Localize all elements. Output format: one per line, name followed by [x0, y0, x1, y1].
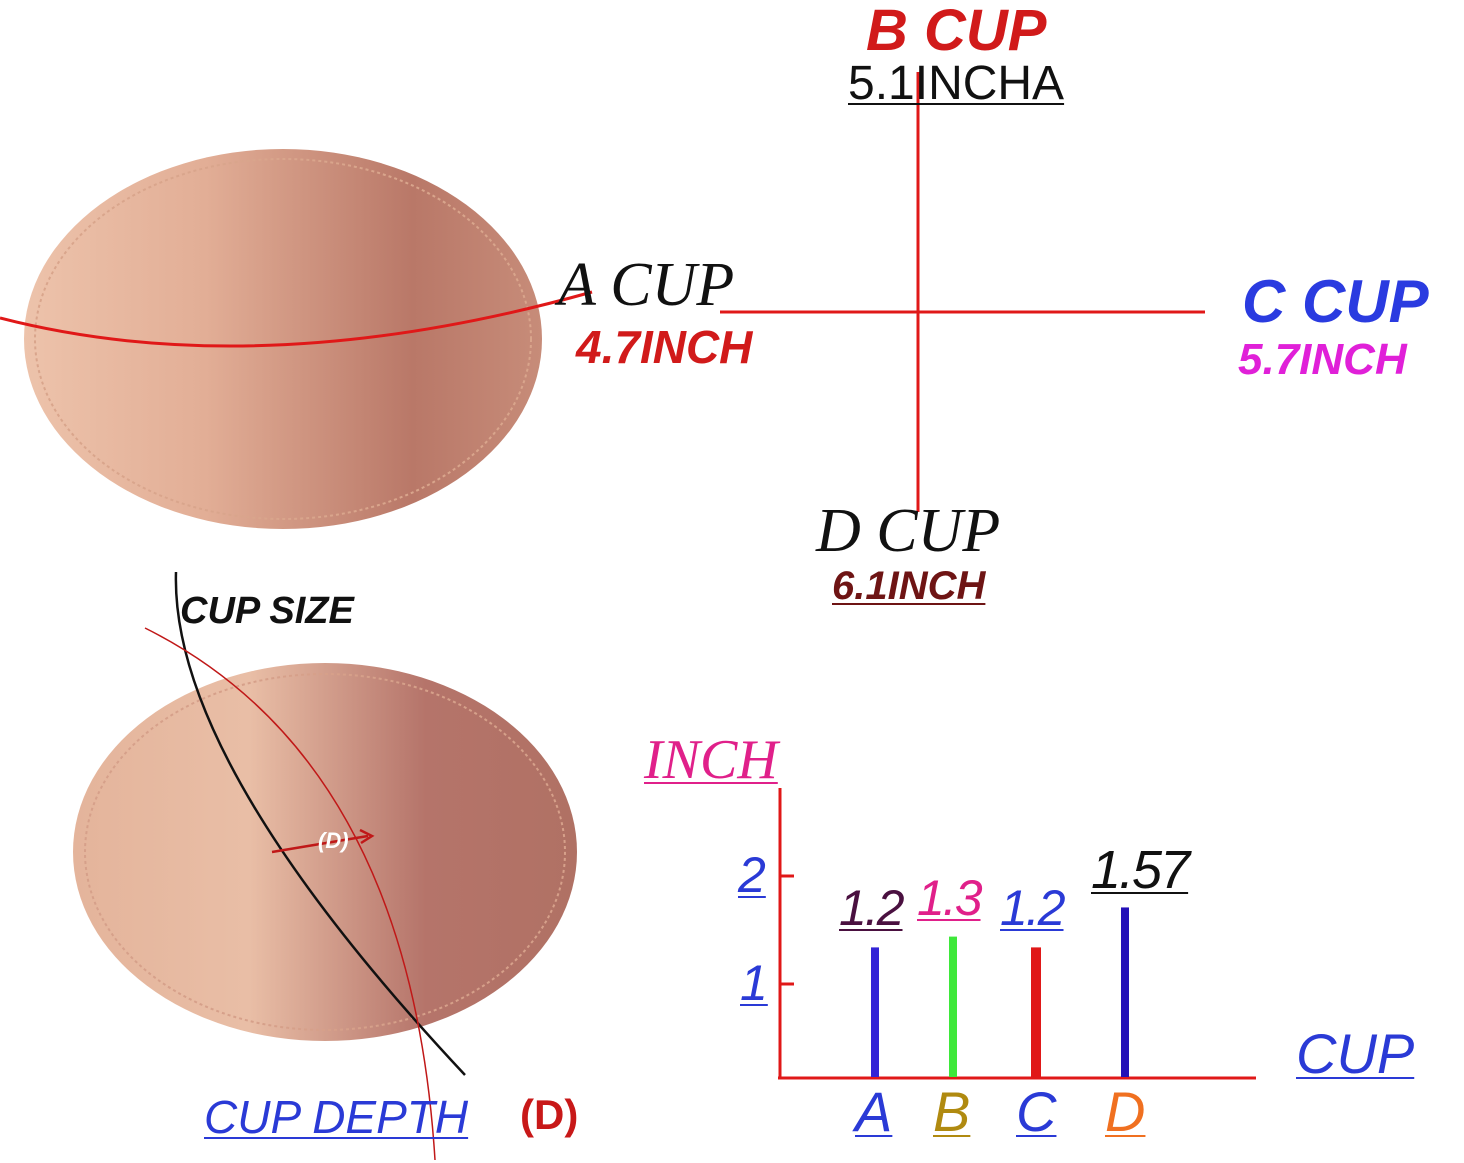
chart-category-label-d: D [1105, 1080, 1146, 1143]
cup-pad-bottom [73, 663, 577, 1041]
depth-arrow-line [271, 834, 369, 854]
chart-y-tick-label-2: 2 [738, 847, 766, 903]
cup-depth-curve [144, 627, 436, 1161]
cup-size-curve [174, 571, 466, 1076]
depth-arrow-head [359, 828, 375, 845]
chart-bar-d [1121, 907, 1129, 1077]
c-cup-name: C CUP [1242, 268, 1429, 335]
chart-y-tick-label-1: 1 [740, 955, 768, 1011]
chart-category-label-a: A [855, 1080, 893, 1143]
d-cup-name: D CUP [816, 497, 1001, 565]
b-cup-value: 5.1INCHA [848, 57, 1065, 110]
chart-bar-b [949, 936, 957, 1077]
cup-depth-caption: CUP DEPTH [204, 1091, 469, 1143]
chart-category-label-b: B [933, 1080, 971, 1143]
cup-depth-caption-suffix: (D) [520, 1091, 579, 1138]
c-cup-value: 5.7INCH [1238, 335, 1407, 384]
chart-value-label-d: 1.57 [1091, 840, 1190, 901]
cup-pad-top-stitching [34, 158, 532, 520]
a-cup-value: 4.7INCH [576, 321, 753, 373]
chart-category-label-c: C [1016, 1080, 1057, 1143]
chart-bars [871, 907, 1129, 1077]
cup-pad-bottom-stitching [84, 673, 566, 1031]
d-cup-value: 6.1INCH [832, 564, 986, 608]
b-cup-name: B CUP [866, 0, 1047, 63]
a-cup-name: A CUP [558, 251, 735, 319]
chart-bar-a [871, 947, 879, 1077]
chart-value-label-c: 1.2 [1000, 880, 1066, 937]
cup-pad-top [24, 149, 542, 529]
chart-x-label: CUP [1296, 1022, 1415, 1085]
chart-y-label: INCH [644, 729, 778, 791]
cup-size-title: CUP SIZE [180, 590, 354, 632]
chart-value-label-a: 1.2 [839, 880, 905, 937]
a-cup-measure-line [0, 290, 593, 348]
chart-value-label-b: 1.3 [917, 869, 983, 926]
depth-marker: (D) [318, 828, 349, 853]
chart-bar-c [1031, 947, 1041, 1077]
